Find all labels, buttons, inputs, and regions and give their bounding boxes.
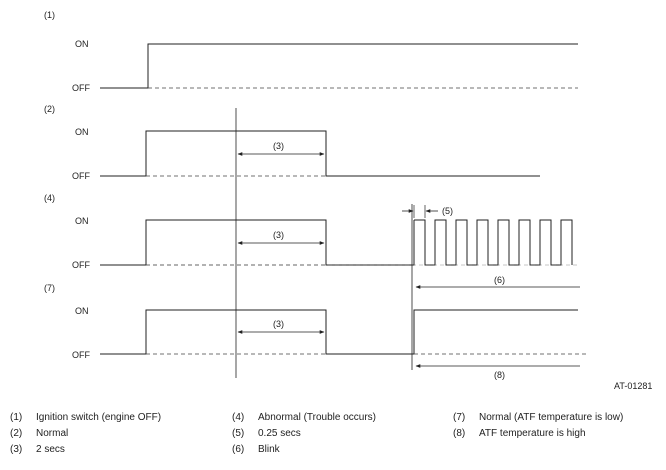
callout-5: (5) [442,206,453,216]
legend-text: ATF temperature is high [479,428,586,439]
timing-diagram: (1) (2) (4) (7) ON OFF ON OFF ON OFF ON … [44,10,652,391]
legend-column-3: (7) Normal (ATF temperature is low) (8) AT… [453,410,623,442]
state-on-label-2: ON [75,127,89,137]
legend-num: (8) [453,428,466,439]
state-off-label-2: OFF [72,171,90,181]
state-off-label-7: OFF [72,350,90,360]
legend-column-2: (4) Abnormal (Trouble occurs) (5) 0.25 sec… [232,410,376,458]
legend-text: Normal [36,428,69,439]
legend-item: (7) Normal (ATF temperature is low) [453,410,623,426]
legend-item: (3) 2 secs [10,442,161,458]
legend-text: Normal (ATF temperature is low) [479,412,624,423]
legend-num: (6) [232,444,245,455]
waveform-atf-low [100,309,578,355]
callout-6: (6) [494,275,505,285]
legend-item: (5) 0.25 secs [232,426,376,442]
figure-code: AT-01281 [614,381,652,391]
legend-column-1: (1) Ignition switch (engine OFF) (2) Norma… [10,410,161,458]
legend-item: (4) Abnormal (Trouble occurs) [232,410,376,426]
waveform-abnormal [100,219,415,266]
legend-text: Ignition switch (engine OFF) [36,412,162,423]
waveform-normal [100,130,540,177]
legend-num: (3) [10,444,23,455]
section-label-7: (7) [44,283,55,293]
legend-text: Blink [258,444,280,455]
legend-item: (6) Blink [232,442,376,458]
state-on-label-4: ON [75,216,89,226]
section-label-1: (1) [44,10,55,20]
state-on-label-1: ON [75,39,89,49]
state-off-label-1: OFF [72,83,90,93]
waveform-ignition-switch [100,43,578,89]
legend-text: 0.25 secs [258,428,301,439]
callout-3-c: (3) [273,319,284,329]
legend-num: (2) [10,428,23,439]
legend-num: (5) [232,428,245,439]
waveform-blink-pulses [414,219,573,266]
legend-text: 2 secs [36,444,65,455]
callout-3-b: (3) [273,230,284,240]
section-label-4: (4) [44,193,55,203]
state-on-label-7: ON [75,306,89,316]
legend-num: (7) [453,412,466,423]
legend-text: Abnormal (Trouble occurs) [258,412,377,423]
legend-item: (8) ATF temperature is high [453,426,623,442]
legend-num: (4) [232,412,245,423]
legend-num: (1) [10,412,23,423]
callout-3-a: (3) [273,141,284,151]
state-off-label-4: OFF [72,260,90,270]
section-label-2: (2) [44,104,55,114]
legend-item: (1) Ignition switch (engine OFF) [10,410,161,426]
legend-item: (2) Normal [10,426,161,442]
callout-8: (8) [494,370,505,380]
